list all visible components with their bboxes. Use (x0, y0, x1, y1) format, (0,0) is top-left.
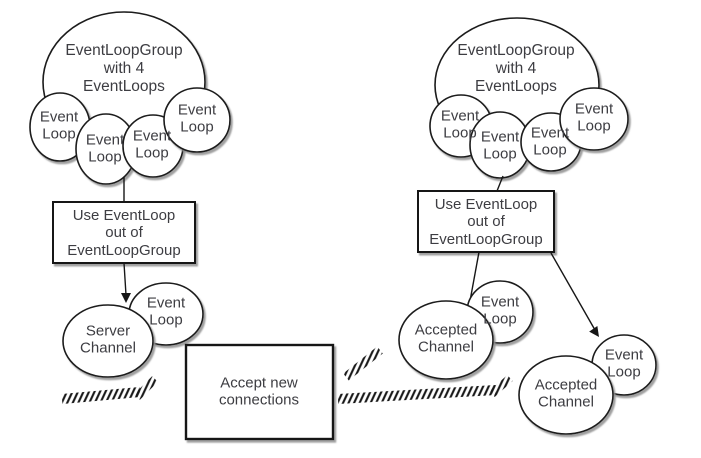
label-line: out of (105, 224, 143, 242)
right-pair2-eventloop-label: Event Loop (605, 347, 643, 382)
label-line: Event (85, 131, 125, 149)
label-line: EventLoopGroup (65, 42, 183, 60)
left-arrowhead (121, 293, 131, 303)
left-eventloop-ellipse-4 (163, 87, 231, 153)
label-line: Loop (88, 149, 122, 166)
right-use-eventloop-label: Use EventLoop out of EventLoopGroup (429, 196, 542, 248)
left-eventloop-label-3: Event Loop (133, 128, 171, 163)
label-line: Accepted (414, 321, 478, 339)
accepted-channel-2-ellipse (518, 355, 614, 435)
left-hatched-arrow (61, 376, 158, 404)
label-line: with 4 (495, 60, 537, 78)
label-line: Loop (135, 145, 169, 162)
left-eventloop-label-1: Event Loop (40, 109, 78, 144)
label-line: connections (218, 392, 300, 409)
label-line: EventLoops (475, 77, 557, 95)
accept-connections-box (184, 343, 335, 441)
label-line: Loop (180, 119, 214, 136)
right-eventloop-label-2: Event Loop (481, 129, 519, 164)
right-eventloop-label-4: Event Loop (575, 101, 613, 136)
label-line: Event (132, 127, 172, 145)
right-eventloop-label-3: Event Loop (531, 125, 569, 160)
middle-small-hatched-arrow (343, 346, 383, 381)
left-eventloop-label-2: Event Loop (86, 132, 124, 167)
label-line: Loop (483, 146, 517, 163)
label-line: Event (146, 294, 186, 312)
label-line: Event (39, 108, 79, 126)
server-channel-ellipse (62, 304, 154, 378)
right-eventloop-ellipse-4 (559, 87, 629, 151)
label-line: Event (530, 124, 570, 142)
label-line: Loop (149, 312, 183, 329)
label-line: Loop (42, 126, 76, 143)
middle-long-hatched-arrow (337, 375, 513, 404)
accepted-channel-2-label: Accepted Channel (535, 377, 598, 412)
right-arrowhead (589, 325, 599, 337)
label-line: Event (480, 293, 520, 311)
label-line: Loop (443, 125, 477, 142)
left-box-to-channel-line (123, 262, 127, 296)
label-line: Loop (483, 311, 517, 328)
right-cluster-to-box-line (496, 175, 504, 192)
right-eventloop-label-1: Event Loop (441, 108, 479, 143)
left-use-eventloop-label: Use EventLoop out of EventLoopGroup (67, 207, 180, 259)
label-line: Loop (533, 142, 567, 159)
left-group-label: EventLoopGroup with 4 EventLoops (65, 42, 182, 96)
label-line: Channel (80, 340, 136, 357)
accept-connections-label: Accept new connections (219, 375, 299, 410)
label-line: with 4 (103, 60, 145, 78)
label-line: EventLoopGroup (457, 42, 575, 60)
label-line: EventLoopGroup (67, 241, 181, 259)
left-pair-eventloop-label: Event Loop (147, 295, 185, 330)
label-line: Loop (577, 118, 611, 135)
right-eventloopgroup-cluster (429, 17, 629, 179)
right-group-label: EventLoopGroup with 4 EventLoops (457, 42, 574, 96)
label-line: Channel (538, 394, 594, 411)
right-use-eventloop-box (417, 190, 555, 253)
label-line: Event (604, 346, 644, 364)
accepted-channel-1-ellipse (398, 300, 494, 380)
label-line: Event (440, 107, 480, 125)
server-channel-label: Server Channel (80, 323, 136, 358)
label-line: Loop (607, 364, 641, 381)
right-box-to-channel1-line (469, 251, 480, 302)
label-line: Server (85, 322, 131, 340)
label-line: Accepted (534, 376, 598, 394)
label-line: Use EventLoop (434, 195, 538, 213)
label-line: Event (177, 101, 217, 119)
label-line: Accept new (220, 374, 298, 392)
right-box-to-channel2-line (550, 252, 596, 331)
label-line: Use EventLoop (72, 206, 176, 224)
label-line: Channel (418, 339, 474, 356)
label-line: out of (467, 213, 505, 231)
label-line: Event (480, 128, 520, 146)
left-eventloopgroup-cluster (29, 11, 231, 185)
left-eventloop-label-4: Event Loop (178, 102, 216, 137)
right-pair1-eventloop-label: Event Loop (481, 294, 519, 329)
label-line: EventLoopGroup (429, 230, 543, 248)
label-line: EventLoops (83, 77, 165, 95)
accepted-channel-1-label: Accepted Channel (415, 322, 478, 357)
label-line: Event (574, 100, 614, 118)
